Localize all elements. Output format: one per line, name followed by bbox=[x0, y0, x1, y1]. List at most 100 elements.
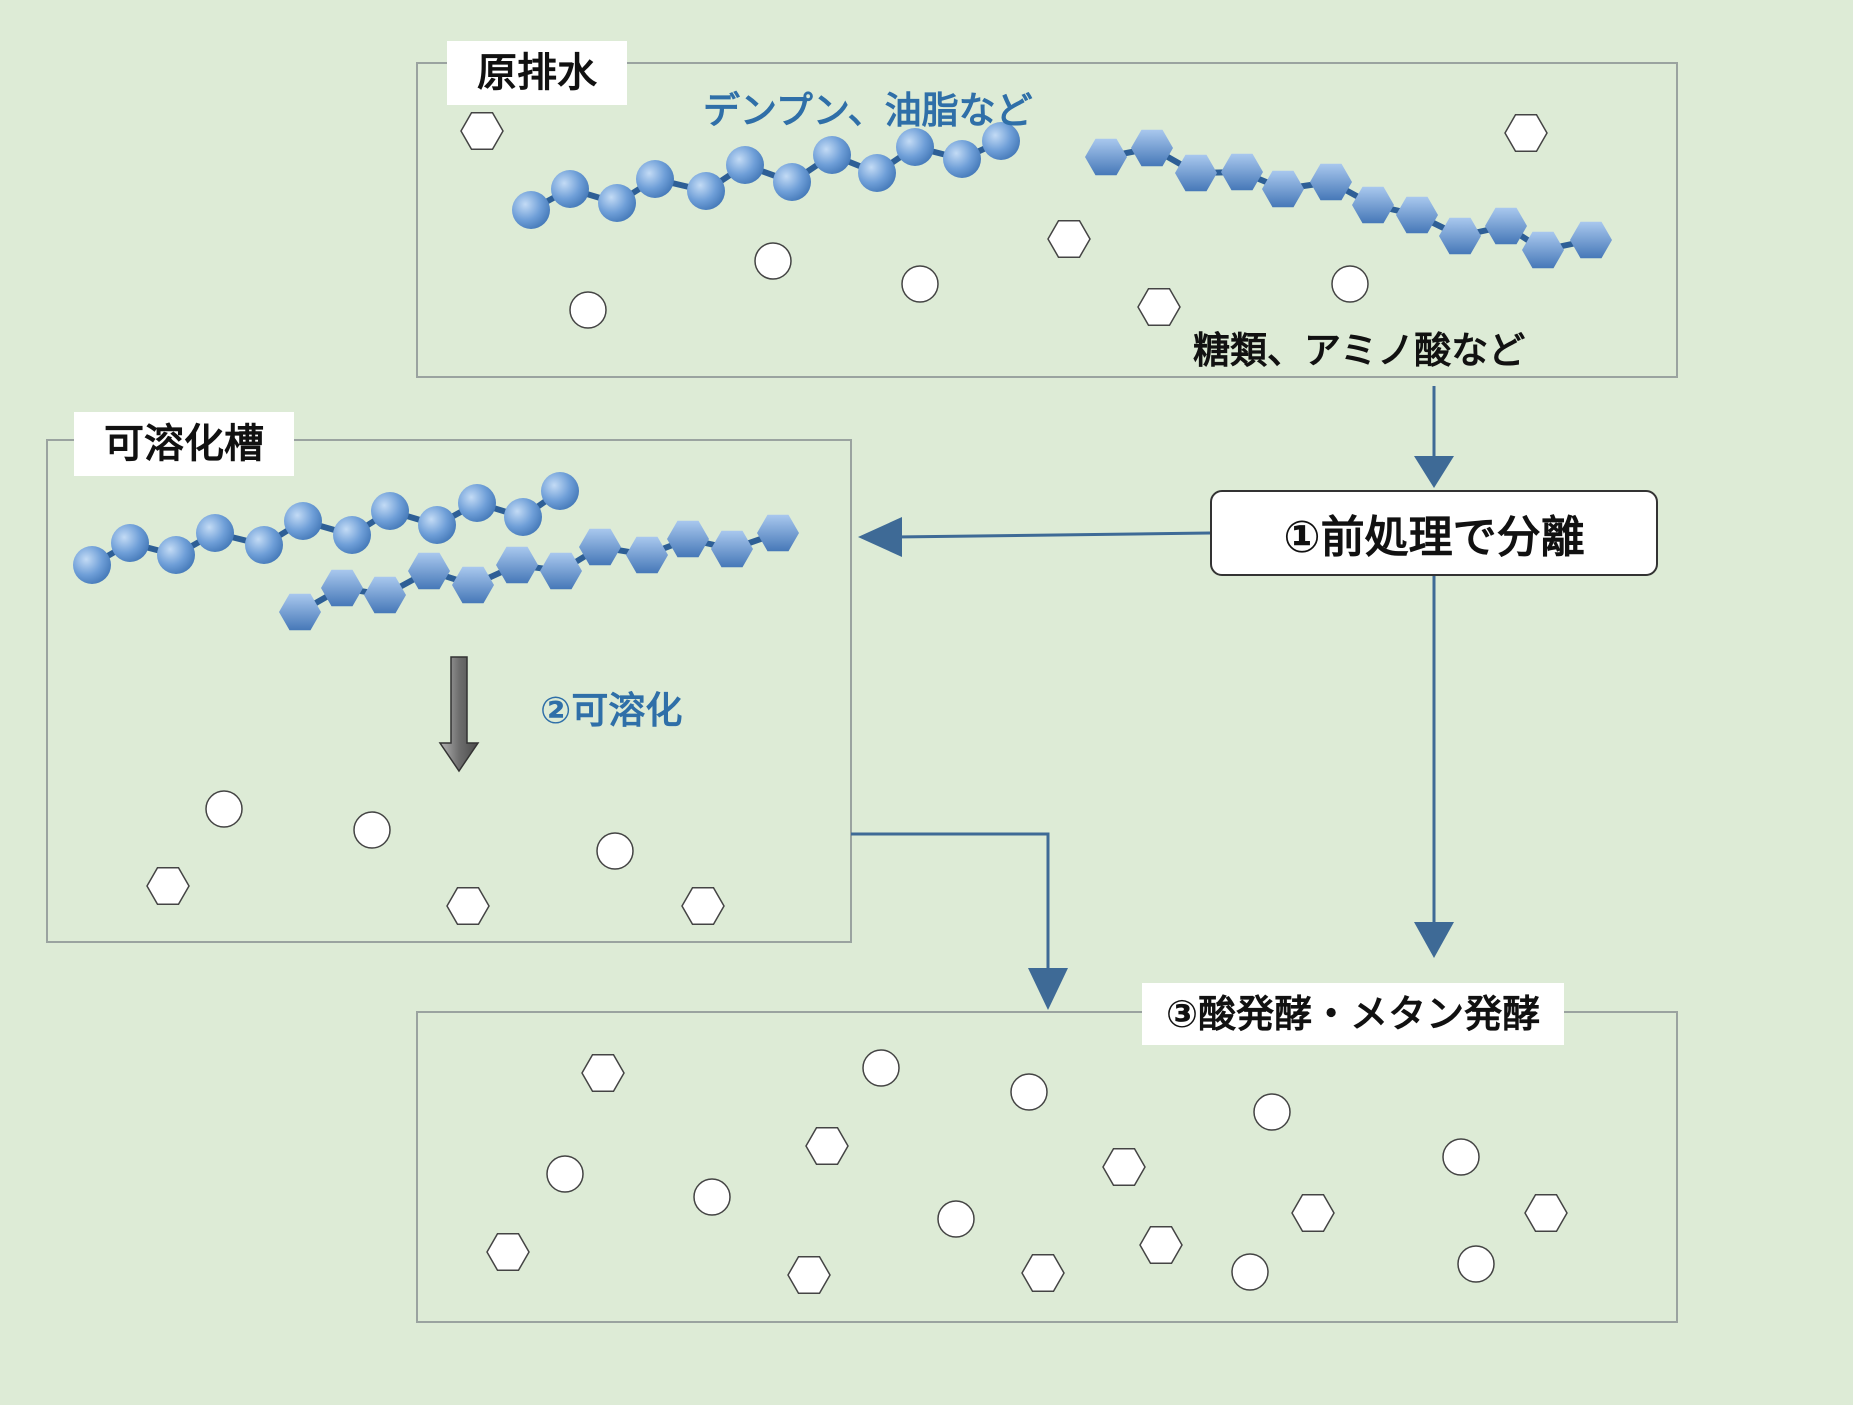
hexagon-molecule-icon bbox=[579, 528, 621, 566]
fermentation-box bbox=[416, 1011, 1678, 1323]
hexagon-small-molecule-icon bbox=[446, 887, 490, 925]
sphere-molecule-icon bbox=[245, 526, 283, 564]
circle-molecule-icon bbox=[596, 832, 634, 870]
hexagon-molecule-icon bbox=[1352, 186, 1394, 224]
hexagon-molecule-icon bbox=[1262, 170, 1304, 208]
lipid-chain-tank bbox=[279, 514, 799, 631]
sphere-molecule-icon bbox=[333, 516, 371, 554]
sphere-molecule-icon bbox=[636, 160, 674, 198]
arrow-head-down-fermentation-left bbox=[1028, 968, 1068, 1010]
hexagon-small-molecule-icon bbox=[1524, 1194, 1568, 1232]
hexagon-small-molecule-icon bbox=[1102, 1148, 1146, 1186]
circle-molecule-icon bbox=[1442, 1138, 1480, 1176]
small-molecules bbox=[146, 112, 1568, 1294]
circle-molecule-icon bbox=[205, 790, 243, 828]
circle-molecule-icon bbox=[353, 811, 391, 849]
sphere-molecule-icon bbox=[982, 122, 1020, 160]
hexagon-molecule-icon bbox=[452, 566, 494, 604]
hexagon-molecule-icon bbox=[1310, 163, 1352, 201]
circle-molecule-icon bbox=[1010, 1073, 1048, 1111]
sphere-molecule-icon bbox=[541, 472, 579, 510]
sphere-molecule-icon bbox=[598, 184, 636, 222]
hexagon-small-molecule-icon bbox=[1021, 1254, 1065, 1292]
hexagon-small-molecule-icon bbox=[1504, 114, 1548, 152]
sphere-molecule-icon bbox=[726, 146, 764, 184]
small-molecule-label: 糖類、アミノ酸など bbox=[1193, 329, 1526, 372]
sphere-molecule-icon bbox=[73, 546, 111, 584]
step1-pretreatment-box: ①前処理で分離 bbox=[1210, 490, 1658, 576]
starch-chain-raw bbox=[512, 122, 1020, 229]
solubilization-step-label: ②可溶化 bbox=[540, 689, 683, 732]
hexagon-molecule-icon bbox=[711, 530, 753, 568]
sphere-molecule-icon bbox=[196, 514, 234, 552]
hexagon-molecule-icon bbox=[279, 593, 321, 631]
sphere-molecule-icon bbox=[858, 154, 896, 192]
sphere-molecule-icon bbox=[896, 128, 934, 166]
hexagon-small-molecule-icon bbox=[1139, 1226, 1183, 1264]
hexagon-small-molecule-icon bbox=[581, 1054, 625, 1092]
hexagon-small-molecule-icon bbox=[1047, 220, 1091, 258]
hexagon-small-molecule-icon bbox=[787, 1256, 831, 1294]
arrow-heads bbox=[858, 456, 1454, 1010]
solubilization-arrow bbox=[438, 656, 480, 773]
circle-molecule-icon bbox=[754, 242, 792, 280]
starch-chain-tank bbox=[73, 472, 579, 584]
arrow-tank-to-fermentation-line bbox=[851, 832, 1050, 970]
hexagon-small-molecule-icon bbox=[146, 867, 190, 905]
polymer-label: デンプン、油脂など bbox=[703, 89, 1033, 132]
hexagon-small-molecule-icon bbox=[486, 1233, 530, 1271]
hexagon-small-molecule-icon bbox=[1137, 288, 1181, 326]
flow-arrows bbox=[851, 386, 1436, 970]
sphere-molecule-icon bbox=[371, 492, 409, 530]
circle-molecule-icon bbox=[569, 291, 607, 329]
arrow-head-left-tank bbox=[858, 517, 902, 557]
sphere-molecule-icon bbox=[458, 484, 496, 522]
hexagon-molecule-icon bbox=[667, 520, 709, 558]
hexagon-molecule-icon bbox=[1175, 154, 1217, 192]
sphere-molecule-icon bbox=[418, 506, 456, 544]
arrow-head-down-step1 bbox=[1414, 456, 1454, 488]
hexagon-small-molecule-icon bbox=[1291, 1194, 1335, 1232]
circle-molecule-icon bbox=[937, 1200, 975, 1238]
arrow-head-down-fermentation-right bbox=[1414, 922, 1454, 958]
sphere-molecule-icon bbox=[773, 163, 811, 201]
circle-molecule-icon bbox=[901, 265, 939, 303]
hexagon-molecule-icon bbox=[626, 536, 668, 574]
hexagon-molecule-icon bbox=[1131, 129, 1173, 167]
hexagon-molecule-icon bbox=[1485, 207, 1527, 245]
raw-wastewater-title: 原排水 bbox=[447, 41, 627, 105]
hexagon-molecule-icon bbox=[1221, 153, 1263, 191]
hexagon-molecule-icon bbox=[1085, 138, 1127, 176]
circle-molecule-icon bbox=[1253, 1093, 1291, 1131]
circle-molecule-icon bbox=[1331, 265, 1369, 303]
circle-molecule-icon bbox=[693, 1178, 731, 1216]
sphere-molecule-icon bbox=[813, 136, 851, 174]
hexagon-molecule-icon bbox=[1439, 217, 1481, 255]
hexagon-molecule-icon bbox=[496, 546, 538, 584]
step1-label: ①前処理で分離 bbox=[1283, 512, 1585, 563]
hexagon-molecule-icon bbox=[1396, 196, 1438, 234]
sphere-molecule-icon bbox=[111, 524, 149, 562]
hexagon-small-molecule-icon bbox=[805, 1127, 849, 1165]
sphere-molecule-icon bbox=[943, 140, 981, 178]
hexagon-molecule-icon bbox=[364, 576, 406, 614]
hexagon-molecule-icon bbox=[540, 552, 582, 590]
solubilization-tank-title: 可溶化槽 bbox=[74, 412, 294, 476]
hexagon-molecule-icon bbox=[757, 514, 799, 552]
polymer-chains bbox=[73, 122, 1612, 631]
hexagon-molecule-icon bbox=[321, 569, 363, 607]
sphere-molecule-icon bbox=[551, 170, 589, 208]
fermentation-title: ③酸発酵・メタン発酵 bbox=[1142, 983, 1565, 1045]
arrow-step1-to-tank-line bbox=[894, 531, 1211, 539]
solubilization-tank-box bbox=[46, 439, 852, 943]
hexagon-small-molecule-icon bbox=[460, 112, 504, 150]
hexagon-molecule-icon bbox=[1522, 231, 1564, 269]
hexagon-small-molecule-icon bbox=[681, 887, 725, 925]
sphere-molecule-icon bbox=[687, 172, 725, 210]
sphere-molecule-icon bbox=[504, 498, 542, 536]
lipid-chain-raw bbox=[1085, 129, 1612, 269]
circle-molecule-icon bbox=[1231, 1253, 1269, 1291]
hexagon-molecule-icon bbox=[408, 552, 450, 590]
sphere-molecule-icon bbox=[157, 536, 195, 574]
